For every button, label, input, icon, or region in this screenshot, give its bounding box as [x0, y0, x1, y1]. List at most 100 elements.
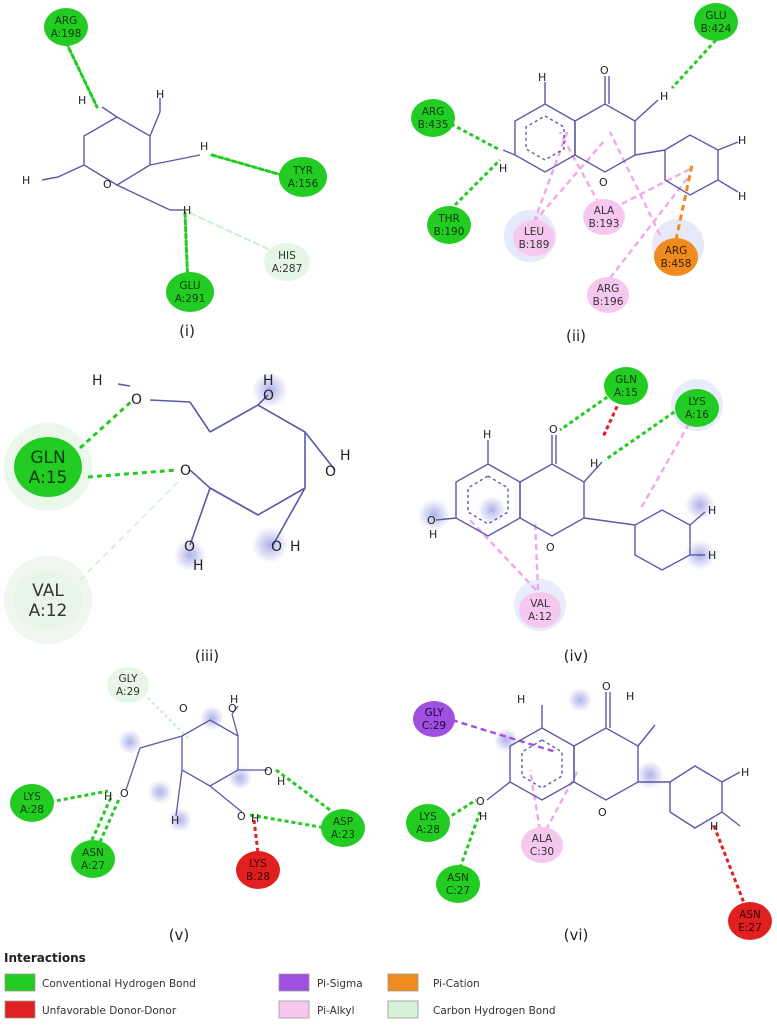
legend: Interactions Conventional Hydrogen Bond …	[4, 951, 556, 1019]
residue-name: LYS	[419, 811, 437, 823]
h-label: H	[590, 457, 598, 470]
residue-his-a287: HIS A:287	[264, 243, 310, 281]
legend-label: Pi-Sigma	[317, 978, 363, 990]
legend-swatch	[278, 1000, 310, 1019]
oxygen-label: O	[271, 539, 282, 555]
interaction-lines	[439, 718, 746, 904]
residue-lys-a28: LYS A:28	[406, 804, 450, 842]
residue-number: B:193	[589, 218, 620, 230]
residue-number: B:424	[701, 23, 732, 35]
glucose-structure	[41, 98, 201, 211]
residue-name: ASN	[447, 872, 469, 884]
panel-caption: (iii)	[195, 647, 219, 665]
legend-item-conventional-hbond: Conventional Hydrogen Bond	[4, 973, 196, 992]
legend-item-carbon-hbond: Carbon Hydrogen Bond	[387, 1000, 556, 1019]
residue-thr-b190: THR B:190	[427, 206, 471, 244]
residue-lys-a16: LYS A:16	[675, 389, 719, 427]
legend-swatch	[4, 1000, 36, 1019]
oxygen-label: O	[228, 702, 237, 715]
residue-number: A:12	[528, 611, 552, 623]
residue-name: GLN	[30, 448, 65, 468]
glucose-structure	[117, 383, 336, 546]
residue-gln-a15: GLN A:15	[14, 437, 82, 497]
interaction-lines	[64, 40, 294, 290]
residue-number: C:30	[530, 846, 554, 858]
h-label: H	[183, 204, 191, 217]
legend-swatch	[4, 973, 36, 992]
panel-ii: O H H H O H H GLU B:424 ARG B:435 THR B:…	[411, 3, 746, 345]
legend-label: Pi-Cation	[433, 978, 480, 990]
panel-iv: O H H O H O H H GLN A:15 LYS A:16 VAL A:…	[418, 367, 723, 665]
residue-asn-a27: ASN A:27	[71, 840, 115, 878]
residue-name: ARG	[422, 106, 445, 118]
h-label: H	[104, 790, 112, 803]
residue-asn-c27: ASN C:27	[436, 865, 480, 903]
residue-name: LEU	[524, 226, 544, 238]
residue-number: E:27	[738, 922, 762, 934]
residue-lys-a28: LYS A:28	[10, 784, 54, 822]
h-label: H	[200, 140, 208, 153]
h-label: H	[499, 162, 507, 175]
residue-name: GLU	[705, 10, 726, 22]
panel-vi: O H H O H O H H GLY C:29 LYS A:28 ASN C:…	[406, 680, 772, 944]
h-label: H	[483, 428, 491, 441]
residue-number: A:27	[81, 860, 105, 872]
residue-number: A:28	[20, 804, 44, 816]
h-label: H	[738, 190, 746, 203]
h-label: H	[92, 373, 103, 389]
atom-labels: O H H O H O H H	[476, 680, 749, 833]
h-label: H	[660, 90, 668, 103]
h-label: H	[738, 134, 746, 147]
h-label: H	[538, 71, 546, 84]
h-label: H	[171, 814, 179, 827]
h-label: H	[708, 504, 716, 517]
residue-number: A:198	[51, 28, 82, 40]
residue-number: A:15	[29, 468, 68, 488]
residue-glu-a291: GLU A:291	[166, 272, 214, 312]
oxygen-label: O	[237, 810, 246, 823]
residue-name: ALA	[594, 205, 615, 217]
h-label: H	[626, 690, 634, 703]
residue-arg-b458: ARG B:458	[654, 238, 698, 276]
oxygen-label: O	[476, 795, 485, 808]
quercetin-structure	[502, 76, 739, 196]
legend-swatch	[387, 973, 419, 992]
legend-swatch	[387, 1000, 419, 1019]
residue-gln-a15: GLN A:15	[604, 367, 648, 405]
panel-iii: O H O H O O H O H O H GLN A:15 VAL A:12 …	[4, 372, 351, 665]
residue-name: HIS	[278, 250, 296, 262]
residue-number: A:156	[288, 178, 319, 190]
residue-number: B:435	[418, 119, 449, 131]
residue-arg-b435: ARG B:435	[411, 99, 455, 137]
residue-name: GLY	[118, 673, 138, 685]
residue-val-a12: VAL A:12	[519, 592, 561, 628]
h-label: H	[429, 528, 437, 541]
quercetin-structure	[486, 692, 741, 829]
residue-number: A:287	[272, 263, 303, 275]
residue-name: VAL	[530, 598, 550, 610]
residue-number: A:12	[29, 601, 68, 621]
legend-item-pi-cation: Pi-Cation	[387, 973, 480, 992]
h-label: H	[708, 549, 716, 562]
residue-name: TYR	[292, 165, 313, 177]
legend-title: Interactions	[4, 951, 86, 965]
residue-number: C:29	[422, 720, 446, 732]
oxygen-label: O	[131, 392, 142, 408]
h-label: H	[251, 812, 259, 825]
residue-name: GLN	[615, 374, 637, 386]
residue-number: B:458	[661, 258, 692, 270]
atom-labels: O O H O H O H H O H	[104, 693, 285, 827]
residue-name: ASP	[333, 816, 353, 828]
residue-name: ALA	[532, 833, 553, 845]
residue-name: GLU	[179, 280, 200, 292]
ring-oxygen: O	[598, 806, 607, 819]
legend-label: Unfavorable Donor-Donor	[42, 1005, 177, 1017]
residue-name: ASN	[739, 909, 761, 921]
residue-number: B:196	[593, 296, 624, 308]
residue-leu-b189: LEU B:189	[513, 220, 555, 256]
residue-name: THR	[437, 213, 460, 225]
panel-v: O O H O H O H H O H GLY A:29 LYS A:28 AS…	[10, 667, 365, 944]
residue-name: LYS	[688, 396, 706, 408]
oxygen-label: O	[427, 514, 436, 527]
residue-number: B:28	[246, 871, 270, 883]
